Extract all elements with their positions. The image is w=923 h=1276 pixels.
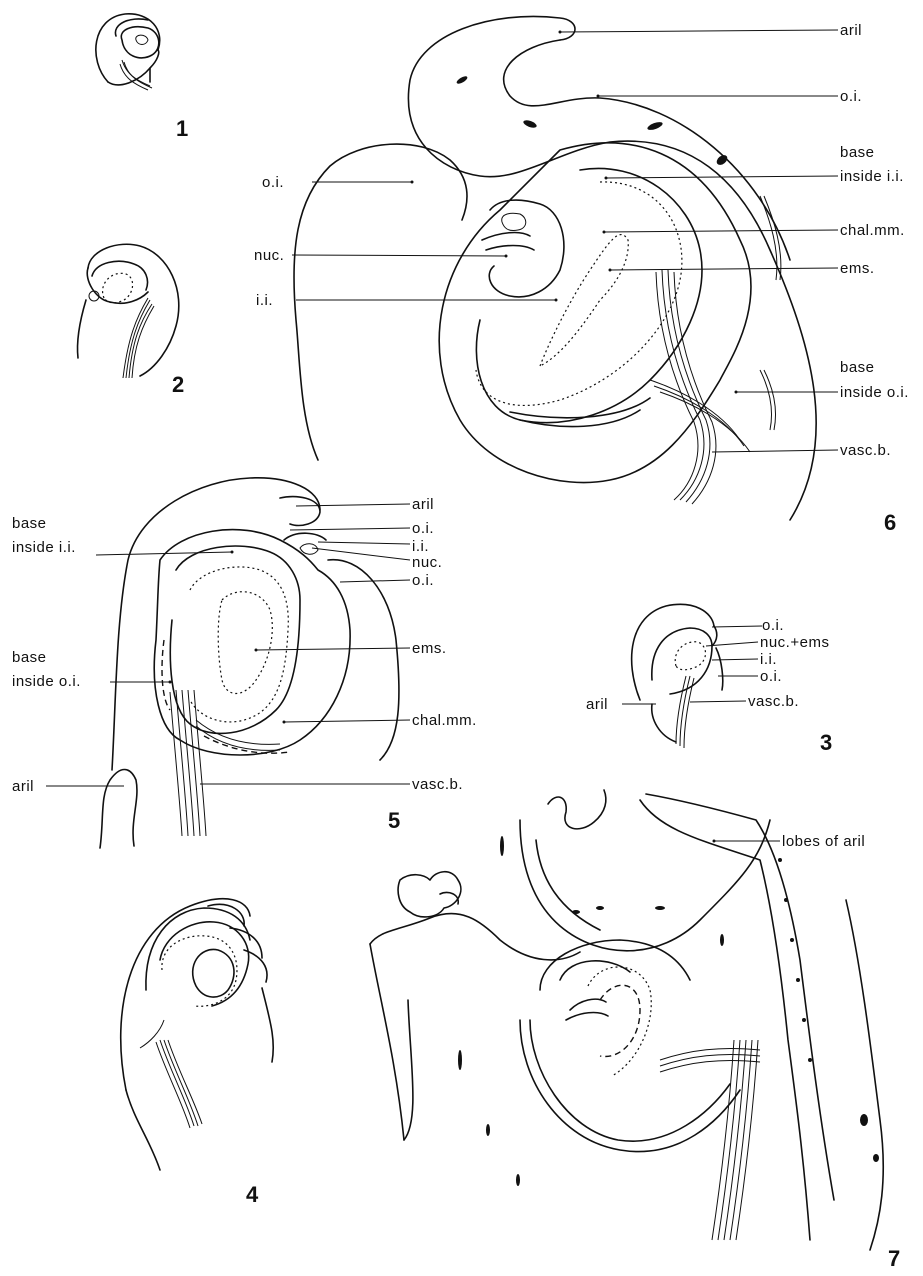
figure-6: aril o.i. base inside i.i. chal.mm. ems.… (254, 16, 909, 535)
fig6-label-base-ii-2: inside i.i. (840, 168, 904, 185)
fig5-label-ii: i.i. (412, 538, 429, 555)
fig5-label-oi-right: o.i. (412, 572, 434, 589)
fig3-label-ii: i.i. (760, 651, 777, 668)
fig5-label-base-ii-1: base (12, 515, 47, 532)
fig5-label-nuc: nuc. (412, 554, 442, 571)
fig3-label-oi-top: o.i. (762, 617, 784, 634)
fig3-label-nuc-ems: nuc.+ems (760, 634, 829, 651)
figure-7: lobes of aril 7 (370, 790, 900, 1271)
fig6-label-oi-right: o.i. (840, 88, 862, 105)
fig6-label-vascb: vasc.b. (840, 442, 891, 459)
fig6-label-aril: aril (840, 22, 862, 39)
fig5-label-aril-top: aril (412, 496, 434, 513)
fig3-label-aril: aril (586, 696, 608, 713)
fig5-label-vascb: vasc.b. (412, 776, 463, 793)
fig3-label-vascb: vasc.b. (748, 693, 799, 710)
fig6-label-base-ii-1: base (840, 144, 875, 161)
fig5-label-base-ii-2: inside i.i. (12, 539, 76, 556)
fig5-label-base-oi-2: inside o.i. (12, 673, 81, 690)
figure-1: 1 (96, 14, 188, 141)
figure-3-number: 3 (820, 730, 832, 755)
fig6-label-chalmm: chal.mm. (840, 222, 905, 239)
figure-3: o.i. nuc.+ems i.i. o.i. vasc.b. aril 3 (586, 604, 832, 755)
fig5-label-base-oi-1: base (12, 649, 47, 666)
fig7-label-lobes-of-aril: lobes of aril (782, 833, 865, 850)
fig6-label-ems: ems. (840, 260, 875, 277)
figure-2-number: 2 (172, 372, 184, 397)
figure-4-number: 4 (246, 1182, 259, 1207)
figure-5-number: 5 (388, 808, 400, 833)
fig6-label-nuc: nuc. (254, 247, 284, 264)
figure-5: aril o.i. i.i. nuc. o.i. ems. chal.mm. v… (12, 478, 477, 848)
figure-1-number: 1 (176, 116, 188, 141)
fig5-label-oi-top: o.i. (412, 520, 434, 537)
fig5-label-aril-bottom: aril (12, 778, 34, 795)
fig6-label-ii: i.i. (256, 292, 273, 309)
figure-4: 4 (121, 899, 274, 1207)
fig6-label-oi-left: o.i. (262, 174, 284, 191)
fig5-label-ems: ems. (412, 640, 447, 657)
fig3-label-oi-bottom: o.i. (760, 668, 782, 685)
fig5-label-chalmm: chal.mm. (412, 712, 477, 729)
fig6-label-base-oi-1: base (840, 359, 875, 376)
fig6-label-base-oi-2: inside o.i. (840, 384, 909, 401)
figure-7-number: 7 (888, 1246, 900, 1271)
figure-2: 2 (77, 244, 184, 397)
figure-6-number: 6 (884, 510, 896, 535)
